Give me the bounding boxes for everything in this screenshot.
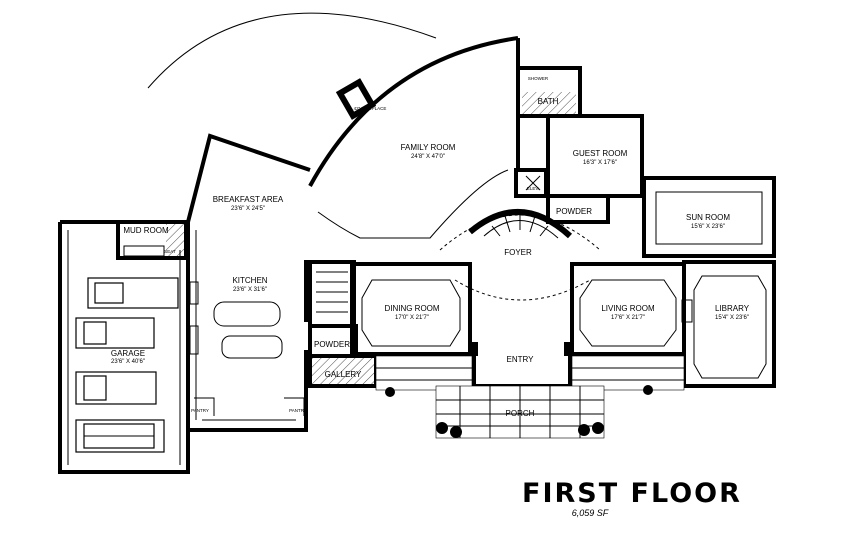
kitchen-walls xyxy=(186,133,311,432)
guest-room-dims: 16'3" X 17'6" xyxy=(583,160,617,166)
elev-label: ELEV. xyxy=(527,186,539,191)
back-stairs xyxy=(308,260,356,328)
living-room-label: LIVING ROOM xyxy=(601,304,655,313)
kitchen-dims: 23'6" X 31'6" xyxy=(233,287,267,293)
pantry-left-label: PANTRY xyxy=(191,408,209,413)
living-room-dims: 17'6" X 21'7" xyxy=(611,315,645,321)
floor-area: 6,059 SF xyxy=(571,508,609,518)
exterior-arc xyxy=(147,12,437,89)
powder-upper-label: POWDER xyxy=(556,207,592,216)
main-stair xyxy=(439,209,601,251)
breakfast-area-label: BREAKFAST AREA xyxy=(213,195,284,204)
kitchen-label: KITCHEN xyxy=(232,276,267,285)
family-room-label: FAMILY ROOM xyxy=(401,143,456,152)
entry-walls xyxy=(468,342,574,388)
pantry-right-label: PANTRY xyxy=(289,408,307,413)
garage-label: GARAGE xyxy=(111,349,145,358)
foyer-label: FOYER xyxy=(504,248,532,257)
gallery-label: GALLERY xyxy=(325,370,362,379)
porch-label: PORCH xyxy=(506,409,535,418)
floor-title: FIRST FLOOR xyxy=(522,478,742,509)
family-room-walls xyxy=(308,36,520,239)
powder-lower-label: POWDER xyxy=(314,340,350,349)
dining-room-walls xyxy=(350,262,472,356)
guest-suite-walls xyxy=(514,66,644,224)
library-dims: 15'4" X 23'6" xyxy=(715,315,749,321)
fireplace-label: 42" FIREPLACE xyxy=(354,106,387,111)
planters xyxy=(385,385,653,438)
sun-room-label: SUN ROOM xyxy=(686,213,730,222)
bath-label: BATH xyxy=(538,97,559,106)
family-room-dims: 24'8" X 47'0" xyxy=(411,154,445,160)
foyer-arc xyxy=(454,279,591,301)
entry-label: ENTRY xyxy=(507,355,535,364)
sun-room-dims: 15'6" X 23'6" xyxy=(691,224,725,230)
library-label: LIBRARY xyxy=(715,304,750,313)
porch-tiles xyxy=(375,355,685,439)
garage-dims: 23'6" X 40'6" xyxy=(111,359,145,365)
shower-label: SHOWER xyxy=(528,76,549,81)
breakfast-area-dims: 23'6" X 24'5" xyxy=(231,206,265,212)
sun-room-walls xyxy=(642,176,776,258)
garage-cars xyxy=(75,277,179,453)
library-walls xyxy=(681,260,776,388)
dining-room-label: DINING ROOM xyxy=(384,304,439,313)
mud-room-label: MUD ROOM xyxy=(123,226,169,235)
seat-label: SEAT xyxy=(164,249,176,254)
guest-room-label: GUEST ROOM xyxy=(573,149,628,158)
dining-room-dims: 17'0" X 21'7" xyxy=(395,315,429,321)
